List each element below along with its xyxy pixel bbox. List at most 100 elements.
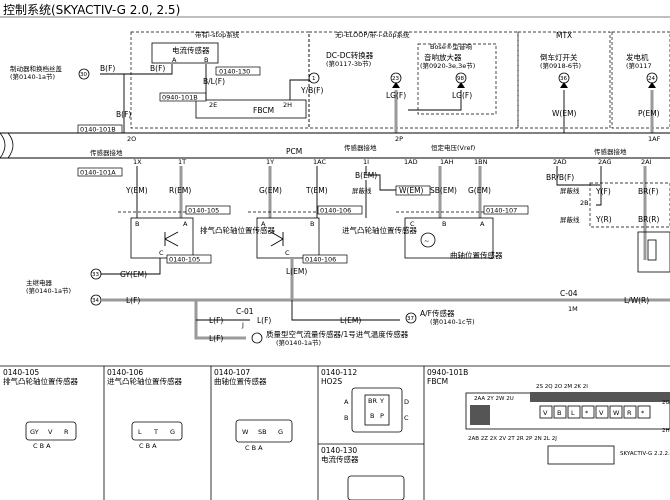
svg-text:Bose®型音响: Bose®型音响	[430, 42, 472, 51]
svg-text:Y(F): Y(F)	[595, 187, 611, 196]
svg-text:0140-105: 0140-105	[3, 368, 39, 377]
svg-text:BR: BR	[368, 397, 377, 405]
svg-text:2AD: 2AD	[553, 158, 567, 166]
svg-text:T: T	[153, 428, 158, 436]
svg-text:P: P	[380, 412, 384, 420]
svg-text:BR(F): BR(F)	[638, 187, 659, 196]
svg-text:C B A: C B A	[245, 444, 263, 452]
svg-text:C: C	[404, 414, 409, 422]
svg-text:*: *	[585, 409, 589, 417]
svg-text:(第0140-1a节): (第0140-1a节)	[10, 72, 55, 81]
svg-text:34: 34	[92, 298, 99, 304]
svg-text:GY(EM): GY(EM)	[120, 270, 147, 279]
svg-text:G: G	[170, 428, 175, 436]
svg-text:2O: 2O	[127, 135, 136, 143]
istop-label: 带有i-stop系统	[195, 30, 240, 39]
svg-text:T(EM): T(EM)	[305, 186, 328, 195]
circle-30	[78, 68, 90, 80]
svg-text:Y(EM): Y(EM)	[125, 186, 148, 195]
svg-text:HO2S: HO2S	[321, 377, 342, 386]
svg-text:L(EM): L(EM)	[340, 316, 361, 325]
svg-text:质量型空气流量传感器/1号进气温度传感器: 质量型空气流量传感器/1号进气温度传感器	[266, 329, 409, 339]
svg-text:2AI: 2AI	[641, 158, 652, 166]
svg-text:B(F): B(F)	[116, 110, 131, 119]
svg-text:Y/B(F): Y/B(F)	[300, 86, 323, 95]
svg-text:D: D	[404, 398, 409, 406]
svg-text:1AC: 1AC	[313, 158, 326, 166]
svg-text:L(EM): L(EM)	[286, 267, 307, 276]
svg-text:1AH: 1AH	[440, 158, 454, 166]
svg-text:B(F): B(F)	[100, 64, 115, 73]
svg-text:B/L(F): B/L(F)	[203, 77, 225, 86]
connector-0140-106	[317, 205, 363, 215]
svg-text:(第0140-1a节): (第0140-1a节)	[26, 286, 71, 295]
svg-text:G: G	[278, 428, 283, 436]
svg-text:A: A	[183, 220, 188, 228]
svg-text:L/W(R): L/W(R)	[624, 296, 649, 305]
svg-text:(第0918-6节): (第0918-6节)	[540, 61, 581, 70]
mtx-region	[517, 31, 611, 129]
svg-text:0140-130: 0140-130	[321, 446, 357, 455]
intake-cam-sensor-box	[256, 217, 320, 259]
svg-text:GY: GY	[30, 428, 39, 436]
svg-text:0140-130: 0140-130	[219, 68, 250, 76]
svg-text:进气凸轮轴位置传感器: 进气凸轮轴位置传感器	[342, 225, 417, 235]
svg-text:BR/B(F): BR/B(F)	[546, 173, 574, 182]
svg-text:0140-106: 0140-106	[107, 368, 143, 377]
crank-sensor-box	[404, 217, 494, 259]
svg-text:C B A: C B A	[139, 442, 157, 450]
svg-text:J: J	[241, 321, 244, 329]
brake-label: 制动器和换档丝盖	[10, 64, 63, 73]
svg-text:C-01: C-01	[236, 307, 254, 316]
svg-text:2B: 2B	[580, 199, 589, 207]
svg-text:1: 1	[312, 76, 316, 82]
svg-text:Y: Y	[379, 397, 384, 405]
svg-text:C: C	[285, 249, 290, 257]
svg-text:B: B	[370, 412, 374, 420]
bose-region	[417, 43, 497, 115]
svg-text:传感器接地: 传感器接地	[594, 147, 627, 156]
svg-text:SKYACTIV-G 2.2.2.: SKYACTIV-G 2.2.2.	[620, 451, 670, 457]
current-sensor-label: 电流传感器	[172, 45, 210, 55]
svg-text:0140-112: 0140-112	[321, 368, 357, 377]
svg-text:2P: 2P	[395, 135, 403, 143]
svg-text:2AA 2Y 2W 2U: 2AA 2Y 2W 2U	[474, 396, 514, 402]
svg-text:L: L	[571, 409, 575, 417]
svg-text:Y(R): Y(R)	[595, 215, 612, 224]
svg-text:2H: 2H	[662, 428, 670, 434]
svg-text:L(F): L(F)	[126, 296, 140, 305]
svg-text:~: ~	[424, 237, 429, 245]
svg-text:屏蔽线: 屏蔽线	[352, 186, 372, 195]
svg-text:0140-105: 0140-105	[169, 256, 200, 264]
svg-text:*: *	[641, 409, 645, 417]
svg-text:0940-101B: 0940-101B	[427, 368, 468, 377]
svg-text:FBCM: FBCM	[427, 377, 448, 386]
fbcm-box	[195, 99, 307, 119]
svg-text:B: B	[135, 220, 139, 228]
svg-text:屏蔽线: 屏蔽线	[560, 186, 580, 195]
connector-0140-101a	[77, 167, 123, 177]
svg-text:B(F): B(F)	[150, 64, 165, 73]
svg-text:30: 30	[80, 72, 87, 78]
svg-text:W: W	[242, 428, 249, 436]
svg-text:A: A	[172, 56, 177, 64]
svg-text:24: 24	[648, 76, 655, 82]
svg-text:P(EM): P(EM)	[638, 109, 660, 118]
page-title: 控制系统(SKYACTIV-G 2.0, 2.5)	[3, 3, 181, 17]
svg-text:33: 33	[92, 272, 99, 278]
svg-text:DC-DC转换器: DC-DC转换器	[326, 50, 374, 60]
svg-text:2S 2Q 2O 2M 2K 2I: 2S 2Q 2O 2M 2K 2I	[536, 384, 588, 390]
svg-text:W(EM): W(EM)	[399, 186, 424, 195]
svg-text:C: C	[410, 220, 415, 228]
svg-text:G(EM): G(EM)	[259, 186, 282, 195]
svg-text:B: B	[204, 56, 208, 64]
svg-text:LG(F): LG(F)	[386, 91, 406, 100]
svg-text:L(F): L(F)	[209, 316, 223, 325]
svg-text:V: V	[599, 409, 604, 417]
svg-text:(第0117: (第0117	[626, 61, 652, 70]
svg-text:音响放大器: 音响放大器	[424, 52, 462, 62]
svg-text:B(EM): B(EM)	[355, 171, 377, 180]
svg-text:排气凸轮轴位置传感器: 排气凸轮轴位置传感器	[200, 225, 275, 235]
svg-text:倒车灯开关: 倒车灯开关	[540, 52, 578, 62]
